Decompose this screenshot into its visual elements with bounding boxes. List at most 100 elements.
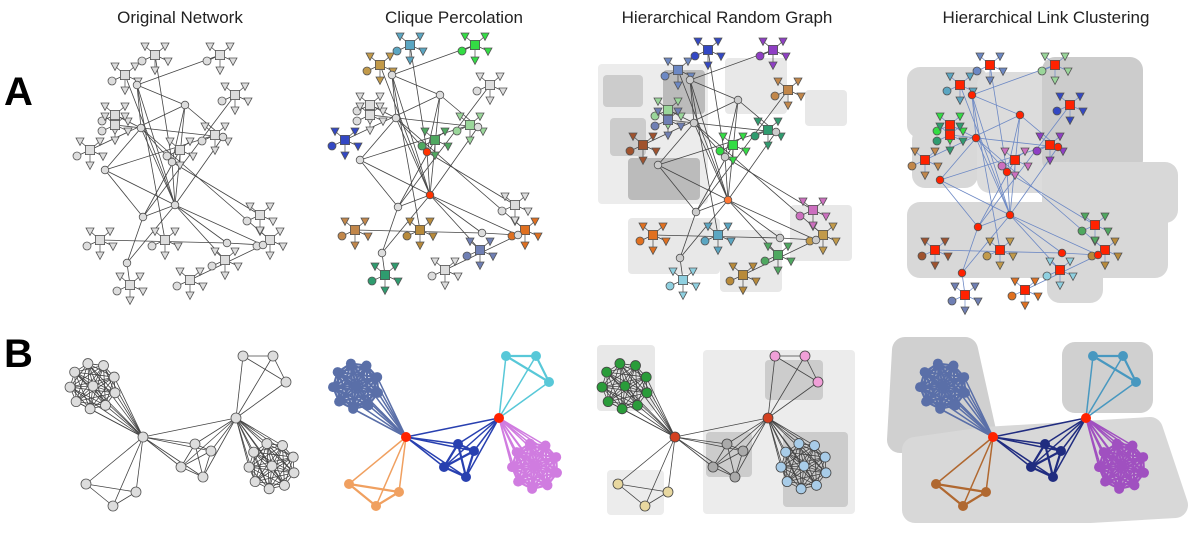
node [85,161,95,171]
node [648,246,658,256]
node [768,45,779,56]
edge [1030,450,1062,468]
edge [674,436,714,468]
node [372,387,383,398]
node [795,211,805,221]
edge [1085,417,1105,453]
node [513,476,524,487]
node [763,141,773,151]
node [527,483,538,494]
node [498,87,508,97]
edge [800,456,826,490]
edge [674,436,728,445]
node [1015,110,1025,120]
edge [85,483,114,507]
node [793,438,805,449]
edge [87,363,144,438]
edge [767,417,815,446]
node [185,291,195,301]
node [485,96,495,106]
edge [142,417,237,438]
node [414,224,425,235]
node [473,122,483,132]
node [230,247,240,257]
edge [69,386,144,438]
node [955,96,965,106]
edge [405,436,467,478]
node [240,82,250,92]
edge [235,355,244,419]
edge [268,456,294,490]
node [495,72,505,82]
edge [767,417,787,453]
edge [114,124,224,138]
edge [674,417,769,438]
node [1010,277,1020,287]
node [1000,147,1010,157]
node [174,144,185,155]
node [82,241,92,251]
node [130,486,142,498]
edge [617,436,676,485]
node [488,252,498,262]
node [425,190,435,200]
node [362,66,372,76]
node [230,106,240,116]
node [108,371,120,383]
node [340,151,350,161]
node [819,451,831,463]
node [1114,483,1125,494]
node [465,136,475,146]
edge [174,204,264,246]
node [616,403,628,415]
node [935,403,946,414]
edge [104,127,142,171]
node [120,70,131,81]
node [69,366,81,378]
node [1078,107,1088,117]
row-label-b: B [4,332,33,376]
node [95,234,106,245]
node [1100,261,1110,271]
node [935,175,945,185]
edge [136,84,142,129]
node [352,116,362,126]
edge [935,436,994,485]
panel-b-original-network [64,350,300,512]
node [363,400,374,411]
node [100,102,110,112]
node [140,42,150,52]
edge [767,417,782,468]
node [821,212,831,222]
node [703,222,713,232]
node [210,247,220,257]
node [975,52,985,62]
node [661,237,671,247]
node [163,57,173,67]
edge [142,436,196,445]
node [460,32,470,42]
node [778,37,788,47]
edge [971,94,1001,251]
node [328,382,339,393]
edge [1092,355,1137,383]
node [185,137,195,147]
node [209,129,220,140]
node [1048,472,1058,482]
node [511,447,522,458]
node [288,467,300,479]
edge [1085,355,1094,419]
node [110,110,121,121]
node [123,117,133,127]
node [98,360,109,371]
node [762,412,774,424]
node [138,212,148,222]
edge [457,417,500,445]
node [355,102,365,112]
node [959,387,970,398]
edge [348,483,377,507]
node [738,286,748,296]
node [998,67,1008,77]
edge [235,417,250,468]
node [728,262,738,272]
